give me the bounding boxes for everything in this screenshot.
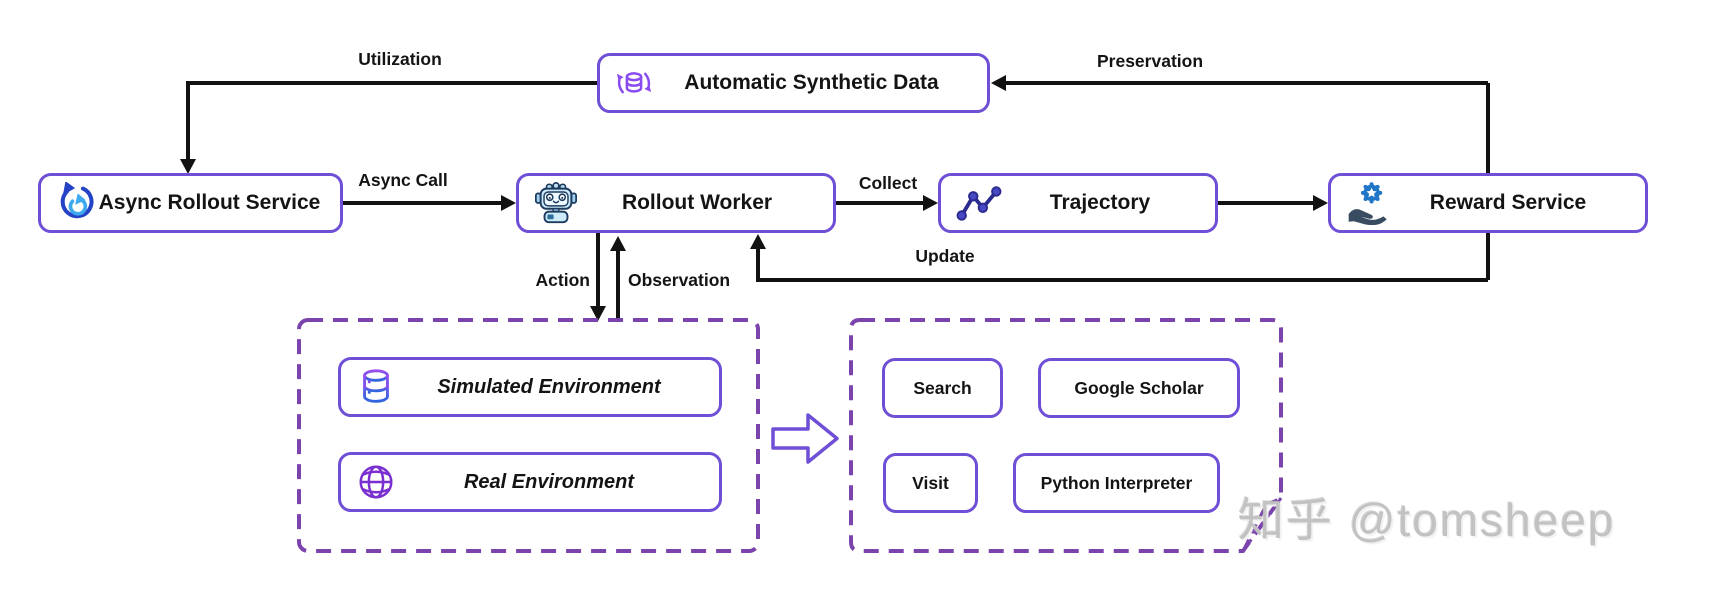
node-real-environment: Real Environment xyxy=(338,452,722,512)
update-arrow-line xyxy=(756,246,1488,282)
node-label: Simulated Environment xyxy=(437,375,661,398)
database-icon xyxy=(355,366,397,408)
async-call-label: Async Call xyxy=(358,170,448,190)
synthetic-data-icon xyxy=(614,63,654,103)
globe-icon xyxy=(355,461,397,503)
node-async-rollout-service: Async Rollout Service xyxy=(38,173,343,233)
tool-python-interpreter: Python Interpreter xyxy=(1013,453,1220,513)
preservation-label: Preservation xyxy=(1096,51,1204,71)
environments-to-tools-block-arrow xyxy=(771,413,839,464)
observation-arrowhead xyxy=(610,236,626,251)
tool-search: Search xyxy=(882,358,1003,418)
tool-label: Google Scholar xyxy=(1074,377,1204,398)
node-trajectory: Trajectory xyxy=(938,173,1218,233)
node-automatic-synthetic-data: Automatic Synthetic Data xyxy=(597,53,990,113)
node-simulated-environment: Simulated Environment xyxy=(338,357,722,417)
update-arrowhead xyxy=(750,234,766,249)
folded-corner xyxy=(1241,494,1286,552)
tool-visit: Visit xyxy=(883,453,978,513)
utilization-arrow-line xyxy=(186,81,597,163)
tool-label: Search xyxy=(913,377,972,398)
collect-label: Collect xyxy=(858,173,918,193)
reward-badge-hand-icon xyxy=(1345,181,1389,225)
environment-container-dashed-box xyxy=(297,318,760,553)
node-label: Async Rollout Service xyxy=(98,191,321,214)
node-reward-service: Reward Service xyxy=(1328,173,1648,233)
collect-arrowhead xyxy=(923,195,938,211)
action-label: Action xyxy=(535,270,590,290)
node-label: Reward Service xyxy=(1429,191,1587,214)
watermark: 知乎 @tomsheep xyxy=(1238,494,1616,546)
trajectory-to-reward-arrowhead xyxy=(1313,195,1328,211)
async-refresh-icon xyxy=(55,182,97,224)
utilization-arrowhead xyxy=(180,159,196,174)
robot-icon xyxy=(533,180,579,226)
utilization-label: Utilization xyxy=(358,49,442,69)
action-arrowhead xyxy=(590,306,606,321)
async-call-arrowhead xyxy=(501,195,516,211)
tool-google-scholar: Google Scholar xyxy=(1038,358,1240,418)
preservation-arrowhead xyxy=(991,75,1006,91)
trajectory-chart-icon xyxy=(955,182,1003,224)
tools-container-dashed-box xyxy=(849,318,1283,553)
update-label: Update xyxy=(915,246,975,266)
node-label: Real Environment xyxy=(463,470,635,493)
node-label: Automatic Synthetic Data xyxy=(684,71,939,94)
node-label: Rollout Worker xyxy=(621,191,773,214)
tool-label: Visit xyxy=(912,472,949,493)
node-rollout-worker: Rollout Worker xyxy=(516,173,836,233)
observation-label: Observation xyxy=(628,270,731,290)
node-label: Trajectory xyxy=(1049,191,1151,214)
tool-label: Python Interpreter xyxy=(1040,472,1193,493)
